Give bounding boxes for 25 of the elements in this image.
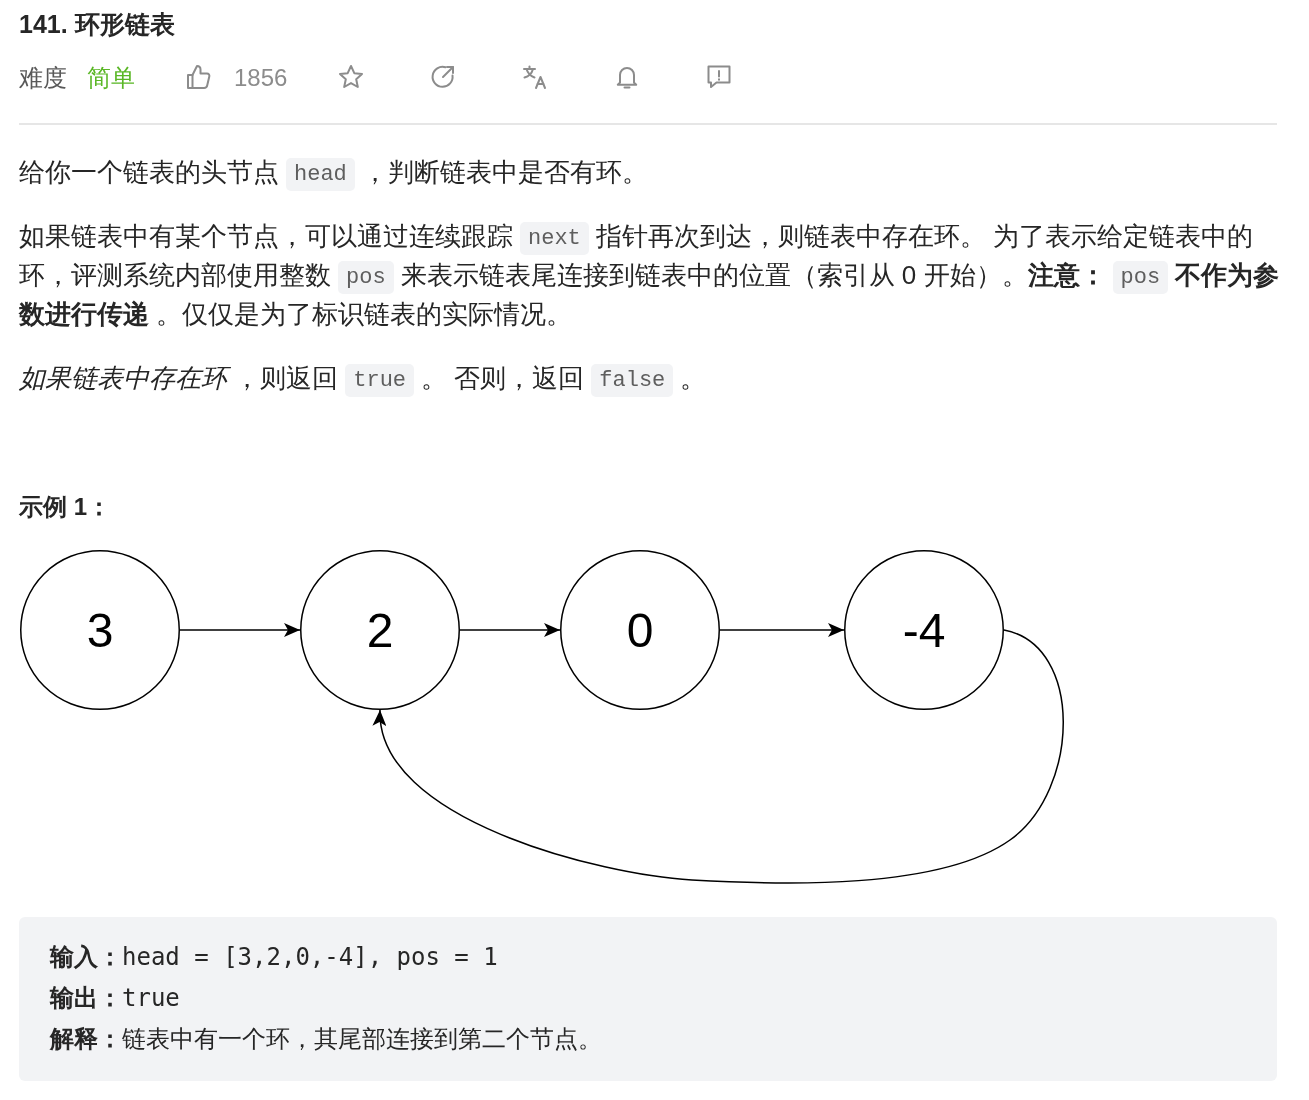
- list-node-circle: 3: [20, 550, 180, 710]
- arrow: [375, 629, 1064, 884]
- like-count: 1856: [234, 63, 288, 93]
- paragraph: 给你一个链表的头节点 head ，判断链表中是否有环。: [19, 152, 1281, 192]
- difficulty-value: 简单: [87, 63, 135, 93]
- list-node-circle: 2: [300, 550, 460, 710]
- paragraph: 如果链表中存在环 ，则返回 true 。 否则，返回 false 。: [19, 358, 1281, 398]
- inline-code: true: [345, 363, 415, 397]
- example-heading: 示例 1：: [19, 492, 111, 522]
- inline-code: head: [286, 157, 355, 191]
- example-line: 输出：true: [50, 983, 181, 1014]
- arrow: [179, 623, 301, 637]
- inline-code: false: [591, 363, 674, 397]
- example-line: 解释：链表中有一个环，其尾部连接到第二个节点。: [50, 1024, 603, 1055]
- arrow: [719, 623, 845, 637]
- page-title: 141. 环形链表: [19, 9, 175, 39]
- paragraph: 如果链表中有某个节点，可以通过连续跟踪 next 指针再次到达，则链表中存在环。 为了表示给定链表中的环，评测系统内部使用整数 pos 来表示链表尾连接到链表中的位置（索引从 0 开始）。注意： pos 不作为参数进行传递 。仅仅是为了标识链表的实际情况。: [19, 219, 1281, 331]
- inline-code: pos: [1112, 260, 1169, 294]
- list-node-circle: 0: [560, 550, 720, 710]
- difficulty-label: 难度: [19, 63, 67, 93]
- inline-code: next: [520, 221, 589, 255]
- list-node-circle: -4: [844, 550, 1004, 710]
- example-line: 输入：head = [3,2,0,-4], pos = 1: [50, 942, 499, 973]
- inline-code: pos: [338, 260, 394, 294]
- arrow: [459, 623, 561, 637]
